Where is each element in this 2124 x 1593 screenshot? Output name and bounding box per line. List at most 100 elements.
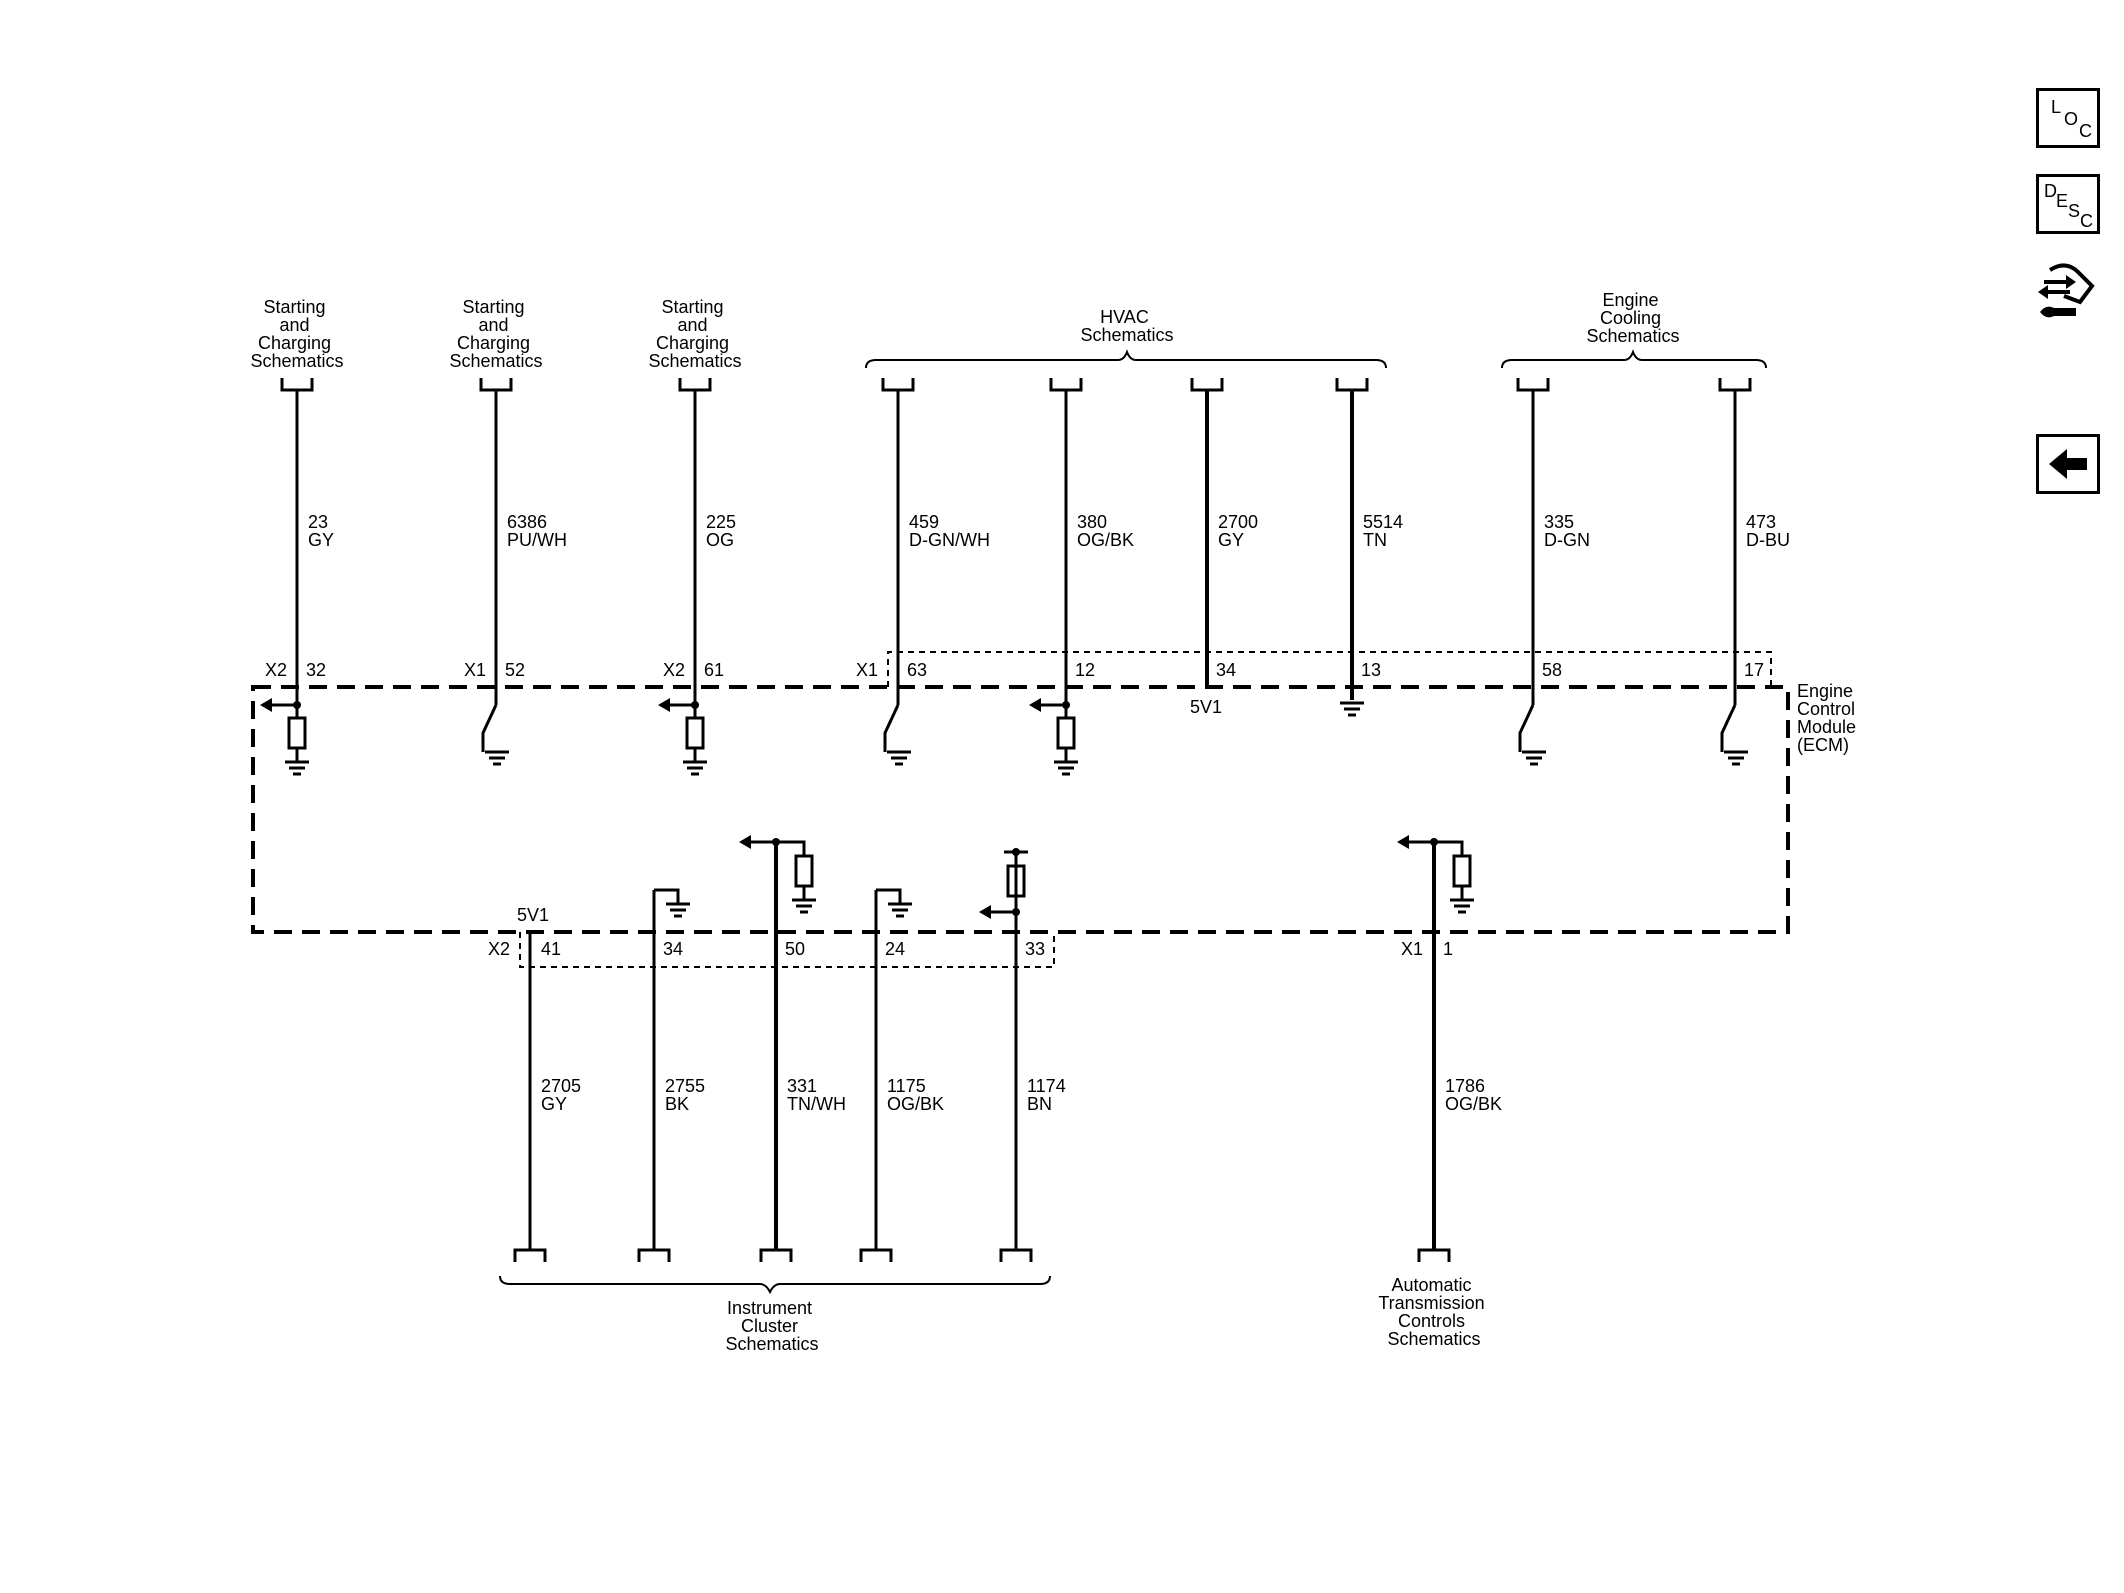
ecm-label: Engine Control Module (ECM): [1797, 681, 1861, 755]
connector-id: X2: [663, 660, 685, 680]
ground-symbol: [1450, 898, 1474, 914]
ground-symbol: [792, 898, 816, 914]
tools-button[interactable]: [2036, 252, 2100, 332]
x1-connector-outline: [887, 651, 1772, 687]
junction-dot: [293, 701, 301, 709]
arrowhead: [260, 698, 272, 712]
resistor: [287, 705, 307, 762]
pin-number: 58: [1542, 660, 1562, 680]
ground-symbol: [285, 760, 309, 776]
ref-5v-label: 5V1: [1190, 697, 1222, 717]
pin-number: 61: [704, 660, 724, 680]
ground-symbol: [888, 902, 912, 918]
junction-dot: [691, 701, 699, 709]
pin-number: 50: [785, 939, 805, 959]
ground-symbol: [1724, 750, 1748, 766]
arrowhead: [658, 698, 670, 712]
switch: [883, 704, 900, 752]
connector-id: X1: [464, 660, 486, 680]
ground-symbol: [1522, 750, 1546, 766]
connector-terminal: [999, 1248, 1033, 1262]
back-arrow-icon: [2049, 449, 2087, 479]
connector-terminal: [513, 1248, 547, 1262]
junction-dot: [1430, 838, 1438, 846]
ground-symbol: [666, 902, 690, 918]
internal-ground-lead: [654, 888, 680, 904]
connector-terminal: [1516, 378, 1550, 392]
resistor: [1056, 705, 1076, 762]
pin-number: 32: [306, 660, 326, 680]
pin-number: 33: [1025, 939, 1045, 959]
connector-terminal: [280, 378, 314, 392]
loc-icon-letter-c: C: [2079, 121, 2092, 141]
internal-lead: [1434, 840, 1464, 856]
back-button[interactable]: [2036, 434, 2100, 494]
connector-terminal: [678, 378, 712, 392]
connector-terminal: [1190, 378, 1224, 392]
pin-number: 34: [1216, 660, 1236, 680]
ground-symbol: [485, 750, 509, 766]
dest-engine-cooling: Engine Cooling Schematics: [1586, 290, 1679, 346]
connector-terminal: [637, 1248, 671, 1262]
connector-id: X1: [856, 660, 878, 680]
connector-terminal: [479, 378, 513, 392]
resistor: [794, 854, 814, 900]
pin-number: 41: [541, 939, 561, 959]
dest-auto-trans: Automatic Transmission Controls Schemati…: [1378, 1275, 1489, 1349]
desc-icon-letter-c: C: [2080, 211, 2093, 231]
dest-starting-charging-3: Starting and Charging Schematics: [648, 297, 741, 371]
pin-number: 34: [663, 939, 683, 959]
junction-dot: [772, 838, 780, 846]
desc-icon-letter-s: S: [2068, 201, 2081, 221]
loc-icon-letter-o: O: [2064, 109, 2079, 129]
ecm-module-outline: [251, 685, 1790, 934]
dest-starting-charging-2: Starting and Charging Schematics: [449, 297, 542, 371]
x2-connector-outline: [519, 932, 1055, 968]
pin-number: 17: [1744, 660, 1764, 680]
resistor: [685, 705, 705, 762]
pin-number: 24: [885, 939, 905, 959]
connector-id: X2: [488, 939, 510, 959]
ground-symbol: [887, 750, 911, 766]
junction-dot: [1012, 908, 1020, 916]
ref-5v-label: 5V1: [517, 905, 549, 925]
arrowhead: [1029, 698, 1041, 712]
loc-icon-letter-l: L: [2051, 97, 2062, 117]
ground-symbol: [683, 760, 707, 776]
ground-symbol: [1340, 701, 1364, 717]
connector-terminal: [759, 1248, 793, 1262]
pin-number: 52: [505, 660, 525, 680]
connector-terminal: [1718, 378, 1752, 392]
arrowhead: [979, 905, 991, 919]
connector-terminal: [881, 378, 915, 392]
cooling-brace: [1501, 349, 1767, 369]
wrench-arrows-icon: [2038, 263, 2095, 318]
switch: [1720, 704, 1737, 752]
junction-dot: [1012, 848, 1020, 856]
dest-starting-charging-1: Starting and Charging Schematics: [250, 297, 343, 371]
ground-symbol: [1054, 760, 1078, 776]
loc-button[interactable]: L O C: [2036, 88, 2100, 148]
connector-id: X1: [1401, 939, 1423, 959]
connector-terminal: [1335, 378, 1369, 392]
dest-instrument-cluster: Instrument Cluster Schematics: [725, 1298, 818, 1354]
desc-button[interactable]: D E S C: [2036, 174, 2100, 234]
internal-lead: [776, 840, 806, 856]
pin-number: 63: [907, 660, 927, 680]
switch: [481, 704, 498, 752]
